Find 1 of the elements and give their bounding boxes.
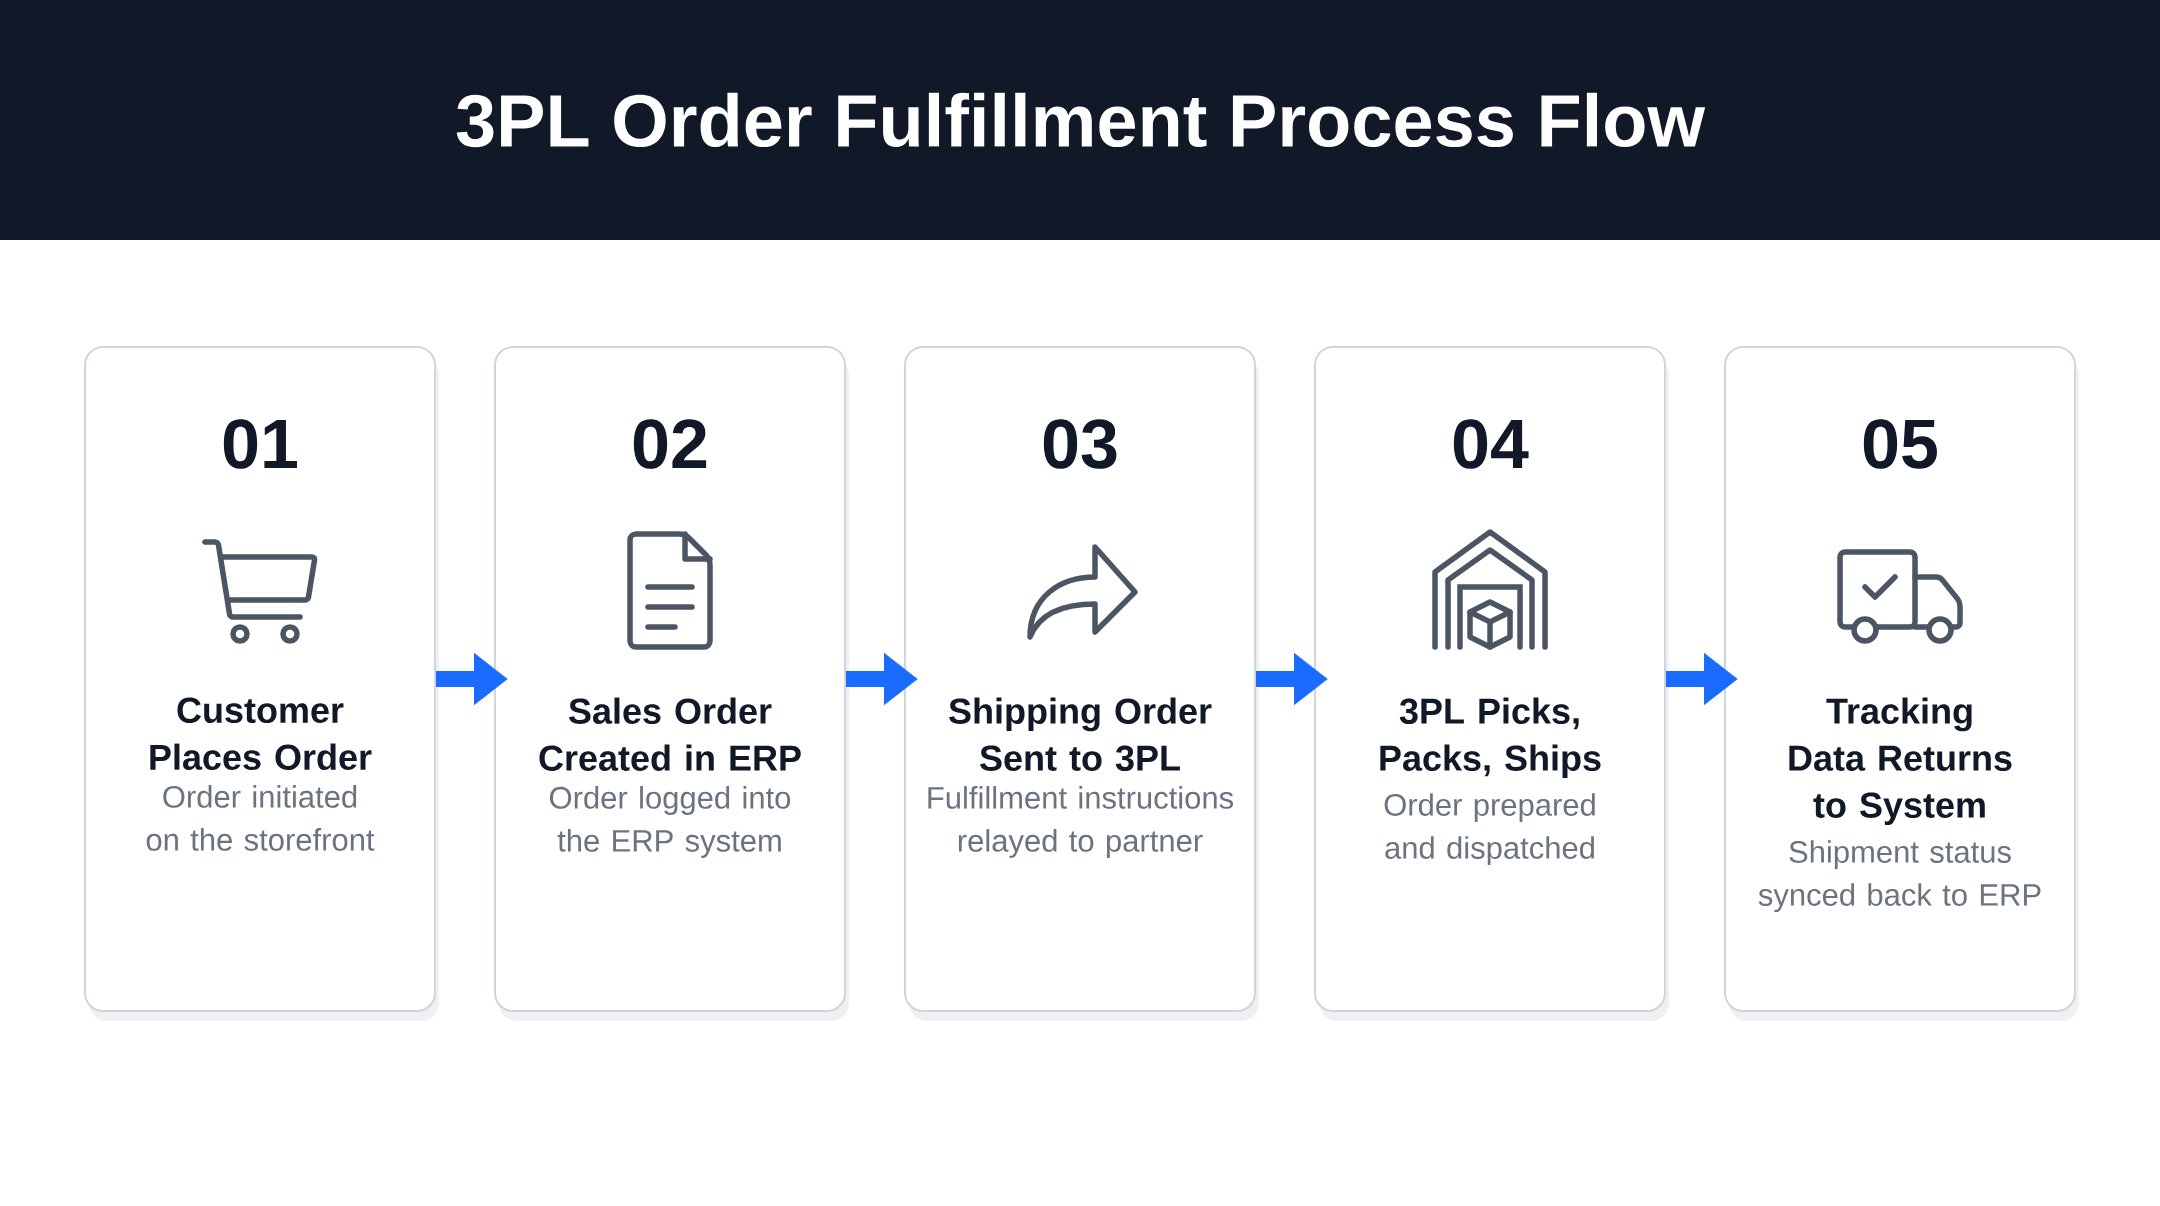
title: 3PL Order Fulfillment Process Flow: [456, 92, 1706, 148]
